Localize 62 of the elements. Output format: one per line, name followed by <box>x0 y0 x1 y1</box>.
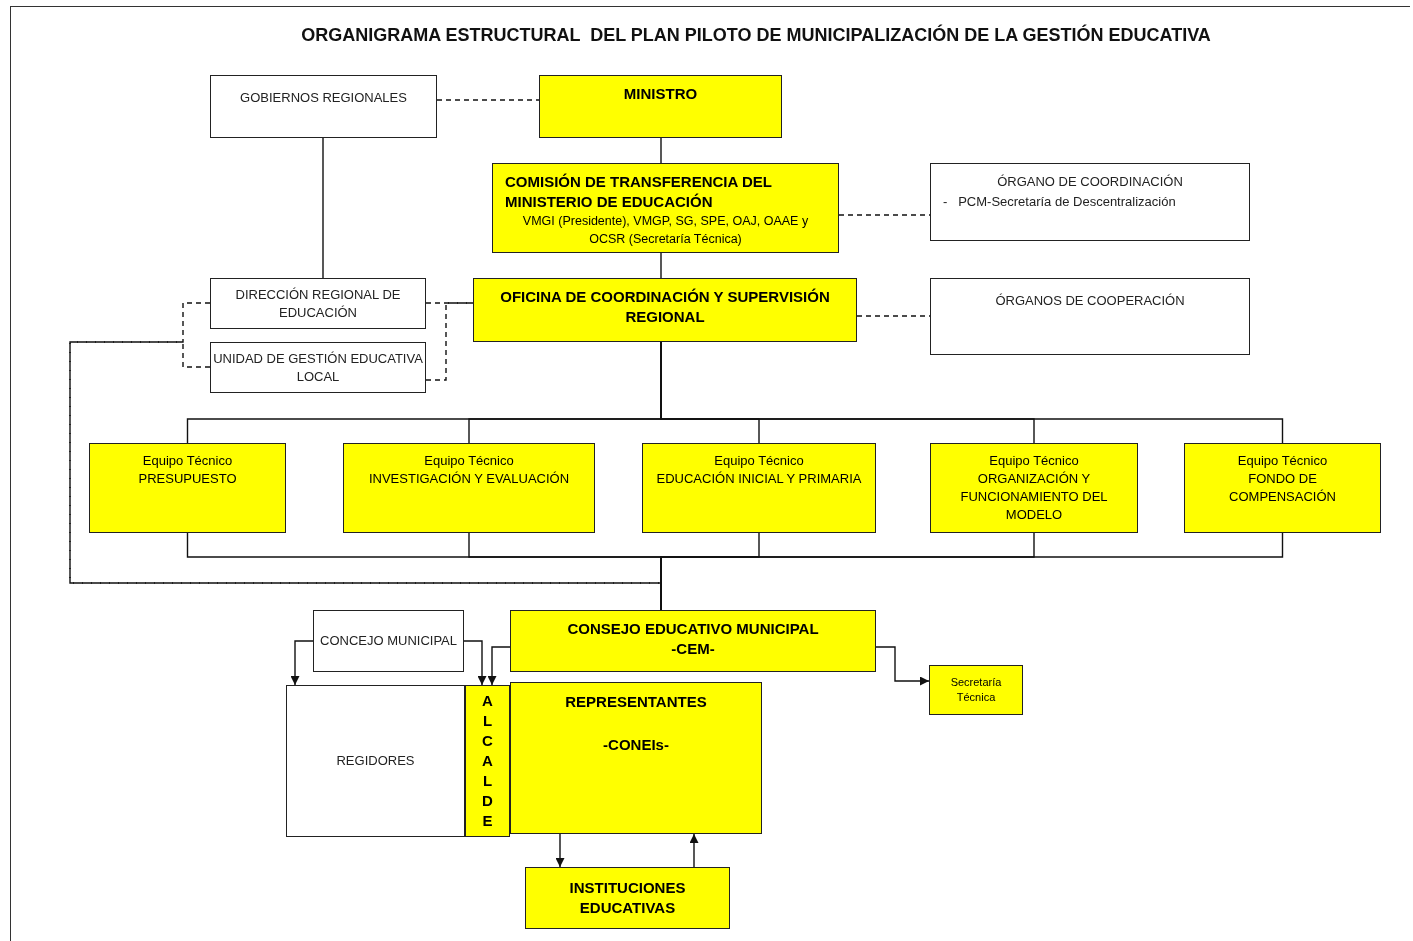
connector-line <box>322 137 324 279</box>
box-subtitle: -CONEIs- <box>603 734 669 755</box>
box-subtitle: FONDO DE COMPENSACIÓN <box>1228 470 1337 506</box>
unit-box <box>473 278 857 342</box>
organ-box <box>930 278 1250 355</box>
box-title: OFICINA DE COORDINACIÓN Y SUPERVISIÓN REGIONAL <box>499 287 831 327</box>
box-title: Equipo Técnico <box>714 452 804 470</box>
box-title: ÓRGANOS DE COOPERACIÓN <box>995 292 1185 310</box>
organ-box <box>313 610 464 672</box>
box-title: Equipo Técnico <box>1237 452 1328 470</box>
unit-box <box>1184 443 1381 533</box>
organ-box <box>210 278 426 329</box>
unit-box <box>492 163 839 253</box>
unit-box <box>539 75 782 138</box>
box-subtitle: EDUCACIÓN INICIAL Y PRIMARIA <box>656 470 862 488</box>
box-subtitle: ORGANIZACIÓN Y FUNCIONAMIENTO DEL MODELO <box>959 470 1109 524</box>
box-title: REGIDORES <box>336 752 415 771</box>
unit-box <box>510 610 876 672</box>
connector-line <box>425 302 474 381</box>
organ-box <box>210 342 426 393</box>
unit-box <box>525 867 730 929</box>
unit-box <box>510 682 762 834</box>
arrow <box>689 833 699 868</box>
box-title: MINISTRO <box>623 84 698 104</box>
box-title: DIRECCIÓN REGIONAL DE EDUCACIÓN <box>234 285 402 322</box>
box-title: Equipo Técnico <box>424 452 514 470</box>
box-title: ÓRGANO DE COORDINACIÓN <box>997 173 1183 191</box>
box-subtitle: INVESTIGACIÓN Y EVALUACIÓN <box>368 470 570 488</box>
box-title: CONCEJO MUNICIPAL <box>320 632 457 650</box>
arrow <box>463 640 487 686</box>
unit-box <box>465 685 510 837</box>
box-title: Secretaría Técnica <box>949 675 1003 705</box>
unit-box <box>929 665 1023 715</box>
box-subtitle: - PCM-Secretaría de Descentralización <box>942 192 1176 211</box>
arrow <box>555 833 565 868</box>
diagram-title: ORGANIGRAMA ESTRUCTURAL DEL PLAN PILOTO DE MUNICIPALIZACIÓN DE LA GESTIÓN EDUCATIVA <box>300 23 1212 47</box>
box-title: INSTITUCIONES EDUCATIVAS <box>568 878 687 918</box>
connector-line <box>436 99 540 101</box>
box-title: CONSEJO EDUCATIVO MUNICIPAL <box>567 619 819 639</box>
organ-box <box>210 75 437 138</box>
organ-box <box>930 163 1250 241</box>
arrow <box>487 646 511 686</box>
box-subtitle: VMGI (Presidente), VMGP, SG, SPE, OAJ, OAAE y OCSR (Secretaría Técnica) <box>521 213 810 248</box>
connector-line <box>660 252 662 279</box>
box-title: REPRESENTANTES <box>565 692 707 712</box>
box-title: COMISIÓN DE TRANSFERENCIA DEL MINISTERIO DE EDUCACIÓN <box>505 172 773 212</box>
arrow <box>290 640 314 686</box>
arrow <box>875 646 930 686</box>
connector-line <box>425 302 474 304</box>
unit-box <box>642 443 876 533</box>
unit-box <box>930 443 1138 533</box>
box-title: Equipo Técnico <box>989 452 1079 470</box>
box-title: ALCALDE <box>481 691 494 831</box>
box-title: Equipo Técnico <box>142 452 233 470</box>
box-title: UNIDAD DE GESTIÓN EDUCATIVA LOCAL <box>212 349 424 386</box>
unit-box <box>343 443 595 533</box>
box-title: GOBIERNOS REGIONALES <box>240 89 407 107</box>
box-subtitle: -CEM- <box>671 639 715 659</box>
box-subtitle: PRESUPUESTO <box>138 470 237 488</box>
unit-box <box>89 443 286 533</box>
organ-box <box>286 685 465 837</box>
connector-line <box>660 137 662 164</box>
